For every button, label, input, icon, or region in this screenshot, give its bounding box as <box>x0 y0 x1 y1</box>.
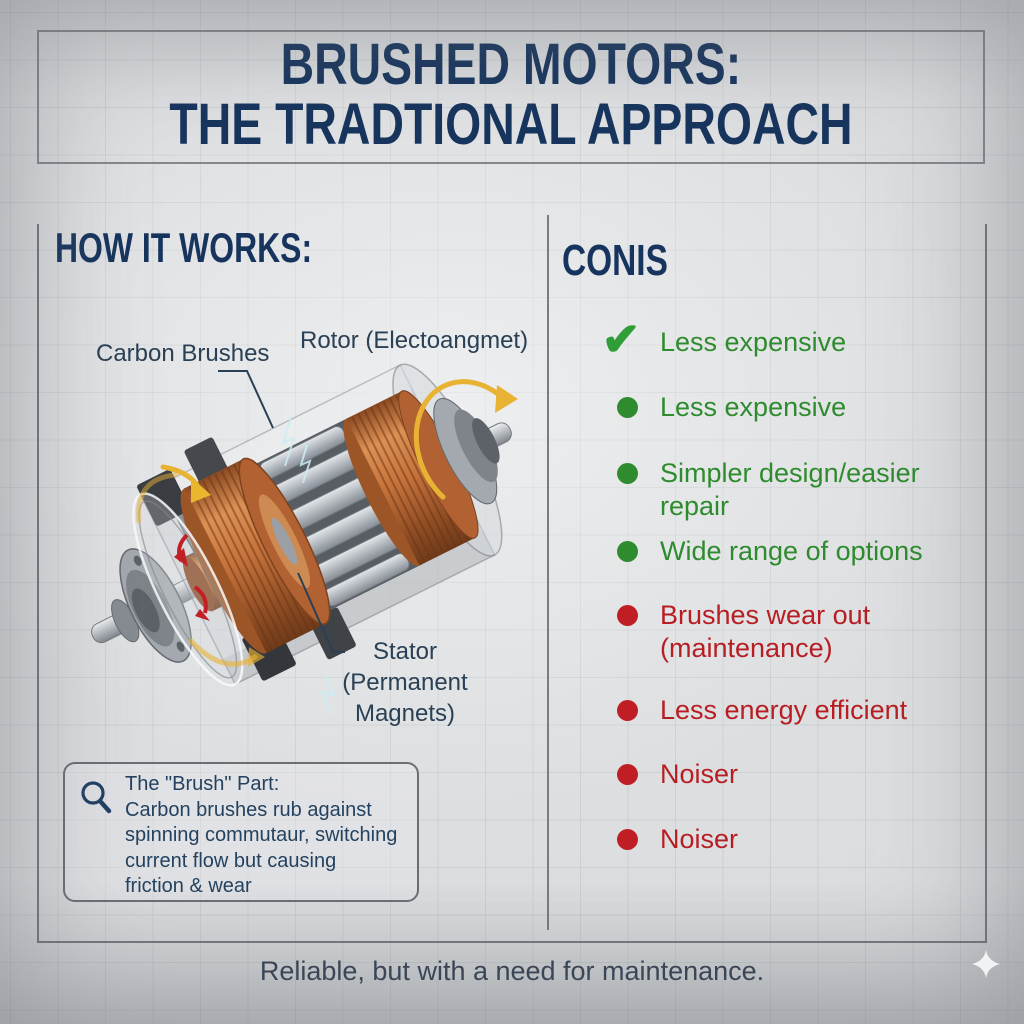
content-frame <box>37 224 987 943</box>
list-item-text: Wide range of options <box>660 536 923 566</box>
arrowhead <box>248 647 265 667</box>
page-title-line2: THE TRADTIONAL APPROACH <box>169 92 853 157</box>
bullet-marker <box>602 758 652 785</box>
bullet-marker <box>602 535 652 562</box>
title-box: BRUSHED MOTORS: THE TRADTIONAL APPROACH <box>37 30 985 164</box>
list-item-text: Less expensive <box>660 392 847 422</box>
bullet-marker <box>602 599 652 626</box>
list-item-text: Less expensive <box>660 327 847 357</box>
how-it-works-heading: HOW IT WORKS: <box>55 224 313 271</box>
list-item-text: Simpler design/easier repair <box>660 458 920 521</box>
list-item: ✔ Less expensive <box>602 316 974 362</box>
spark-lines <box>281 416 336 715</box>
arrowhead <box>191 477 211 503</box>
list-item-text: Brushes wear out (maintenance) <box>660 600 871 663</box>
sparkle-icon <box>972 950 1000 978</box>
bullet-marker <box>602 823 652 850</box>
list-item: Wide range of options <box>602 535 974 568</box>
list-item: Noiser <box>602 758 974 791</box>
bullet-marker <box>602 457 652 484</box>
bullet-marker <box>602 694 652 721</box>
callout-title: The "Brush" Part: <box>125 773 280 795</box>
list-item: Simpler design/easier repair <box>602 457 974 523</box>
list-item-text: Noiser <box>660 759 739 789</box>
arrowhead <box>495 385 518 413</box>
list-item: Noiser <box>602 823 974 856</box>
label-rotor: Rotor (Electoangmet) <box>300 327 529 354</box>
column-divider <box>547 215 549 930</box>
label-carbon-brushes: Carbon Brushes <box>96 340 270 367</box>
motor-body <box>91 363 512 687</box>
motor-illustration <box>91 363 518 715</box>
cons-heading: CONIS <box>562 236 668 285</box>
leader-lines <box>218 370 345 653</box>
page-title-line1: BRUSHED MOTORS: <box>280 32 742 97</box>
list-item-text: Noiser <box>660 824 739 854</box>
bullet-marker: ✔ <box>601 313 641 365</box>
list-item: Less expensive <box>602 391 974 424</box>
list-item-text: Less energy efficient <box>660 695 908 725</box>
brush-callout-box: The "Brush" Part: Carbon brushes rub aga… <box>63 762 419 902</box>
footer-tagline: Reliable, but with a need for maintenanc… <box>259 956 765 986</box>
bullet-marker <box>602 391 652 418</box>
callout-text: The "Brush" Part: Carbon brushes rub aga… <box>125 772 413 900</box>
current-arrows <box>174 533 210 621</box>
label-stator: Stator (Permanent Magnets) <box>342 638 468 727</box>
list-item: Less energy efficient <box>602 694 974 727</box>
callout-body: Carbon brushes rub against spinning comm… <box>125 798 398 898</box>
magnifier-icon <box>81 781 112 814</box>
list-item: Brushes wear out (maintenance) <box>602 599 974 665</box>
